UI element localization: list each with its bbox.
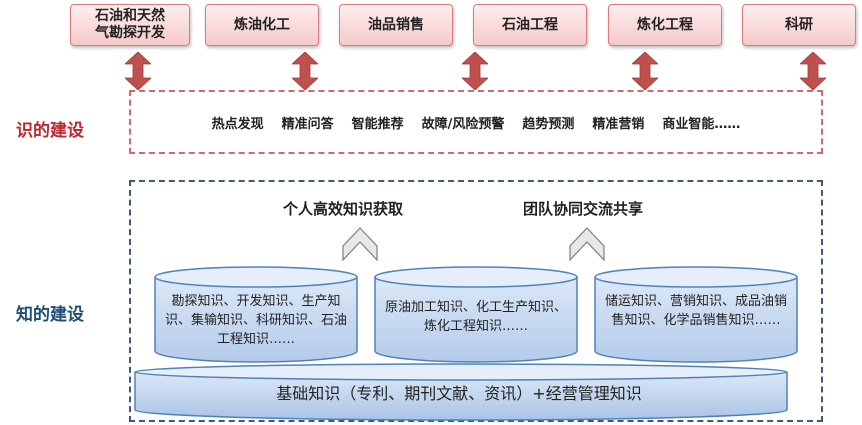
top-box-exploration: 石油和天然气勘探开发 bbox=[70, 4, 190, 46]
shi-section-box bbox=[129, 90, 823, 154]
cylinder-text: 原油加工知识、化工生产知识、炼化工程知识…… bbox=[384, 300, 567, 334]
shi-item: 趋势预测 bbox=[522, 116, 575, 132]
bidirectional-arrow-icon bbox=[632, 52, 658, 90]
shi-item: 热点发现 bbox=[211, 116, 264, 132]
headline-personal: 个人高效知识获取 bbox=[283, 200, 404, 218]
cylinder-text: 勘探知识、开发知识、生产知识、集输知识、科研知识、石油工程知识…… bbox=[164, 294, 347, 347]
chevron-up-icon bbox=[569, 227, 605, 262]
cylinder-downstream: 原油加工知识、化工生产知识、炼化工程知识…… bbox=[373, 265, 579, 365]
cylinder-marketing: 储运知识、营销知识、成品油销售知识、化学品销售知识…… bbox=[593, 265, 799, 365]
bidirectional-arrow-icon bbox=[462, 52, 488, 90]
top-box-petroleum-engineering: 石油工程 bbox=[473, 4, 587, 46]
shi-item: 精准营销 bbox=[592, 116, 645, 132]
bidirectional-arrow-icon bbox=[292, 52, 318, 90]
shi-section-label: 识的建设 bbox=[16, 121, 84, 141]
top-box-label: 炼油化工 bbox=[234, 16, 290, 33]
shi-item: 故障/风险预警 bbox=[421, 116, 505, 132]
top-box-label: 石油工程 bbox=[502, 16, 558, 33]
bidirectional-arrow-icon bbox=[800, 52, 826, 90]
shi-item: 精准问答 bbox=[281, 116, 334, 132]
zhi-section-label: 知的建设 bbox=[16, 305, 84, 325]
top-box-label: 炼化工程 bbox=[637, 16, 693, 33]
top-box-label: 气勘探开发 bbox=[95, 25, 165, 41]
shi-capability-list: 热点发现 精准问答 智能推荐 故障/风险预警 趋势预测 精准营销 商业智能…… bbox=[129, 90, 823, 154]
top-box-refining-engineering: 炼化工程 bbox=[608, 4, 722, 46]
shi-item: 商业智能…… bbox=[662, 116, 741, 132]
top-box-refining: 炼油化工 bbox=[205, 4, 319, 46]
top-box-sales: 油品销售 bbox=[339, 4, 453, 46]
shi-item: 智能推荐 bbox=[351, 116, 404, 132]
cylinder-text: 储运知识、营销知识、成品油销售知识、化学品销售知识…… bbox=[604, 294, 787, 328]
base-knowledge-text: 基础知识（专利、期刊文献、资讯）+经营管理知识 bbox=[276, 384, 642, 403]
base-cylinder bbox=[133, 362, 789, 422]
chevron-up-icon bbox=[342, 227, 378, 262]
top-box-research: 科研 bbox=[742, 4, 856, 46]
headline-team: 团队协同交流共享 bbox=[523, 200, 644, 218]
bidirectional-arrow-icon bbox=[125, 52, 151, 90]
zhi-section-box bbox=[129, 180, 823, 422]
top-box-label: 油品销售 bbox=[368, 16, 424, 33]
cylinder-upstream: 勘探知识、开发知识、生产知识、集输知识、科研知识、石油工程知识…… bbox=[153, 265, 359, 365]
top-box-label: 石油和天然 bbox=[95, 8, 165, 24]
top-box-label: 科研 bbox=[785, 16, 813, 33]
